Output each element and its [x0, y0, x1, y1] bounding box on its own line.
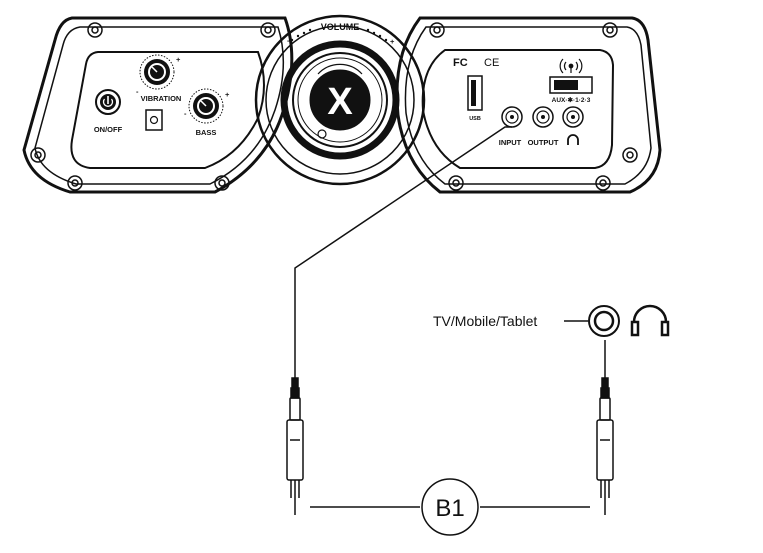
bass-min-label: -: [184, 109, 187, 118]
power-icon: [102, 96, 114, 107]
bass-knob[interactable]: [188, 88, 224, 124]
bass-label: BASS: [196, 128, 217, 137]
left-audio-plug: [286, 377, 304, 515]
source-device-label: TV/Mobile/Tablet: [433, 313, 537, 329]
volume-dial[interactable]: [254, 14, 426, 186]
cable-wire: [294, 126, 606, 508]
wireless-icon: [559, 58, 583, 74]
ce-mark: CE: [484, 57, 499, 69]
volume-max-label: +: [390, 37, 395, 46]
mode-selector-switch[interactable]: [549, 76, 593, 94]
volume-label: VOLUME: [321, 22, 360, 32]
usb-port[interactable]: [467, 75, 483, 111]
mode-selector-label: AUX·✱·1·2·3: [552, 96, 591, 104]
output-jack[interactable]: [532, 106, 554, 128]
right-audio-plug: [596, 377, 614, 515]
right-wing-screws: [429, 22, 638, 191]
dc-power-jack[interactable]: [145, 109, 163, 131]
headphone-jack[interactable]: [562, 106, 584, 128]
usb-port-icon: [471, 80, 476, 106]
input-jack[interactable]: [501, 106, 523, 128]
bass-max-label: +: [225, 90, 230, 99]
left-wing-screws: [30, 22, 276, 191]
right-wing-panel: [395, 16, 662, 194]
input-label: INPUT: [499, 138, 522, 147]
headphone-icon: [567, 134, 579, 145]
volume-scale-dots: [290, 28, 388, 42]
cable-label: B1: [435, 495, 464, 522]
source-audio-jack: [588, 305, 620, 337]
left-wing-panel: [22, 16, 294, 194]
cable-callout-b1: B1: [421, 478, 479, 536]
usb-label: USB: [469, 116, 481, 122]
vibration-min-label: -: [136, 87, 139, 96]
vibration-label: VIBRATION: [141, 94, 182, 103]
on-off-label: ON/OFF: [94, 125, 123, 134]
volume-min-label: -: [287, 36, 290, 45]
fc-mark: FC: [453, 57, 468, 69]
vibration-knob[interactable]: [139, 54, 175, 90]
output-label: OUTPUT: [528, 138, 559, 147]
source-headphone-icon: [630, 304, 670, 337]
brand-logo: X: [327, 81, 353, 123]
power-button[interactable]: [95, 89, 121, 115]
vibration-max-label: +: [176, 55, 181, 64]
